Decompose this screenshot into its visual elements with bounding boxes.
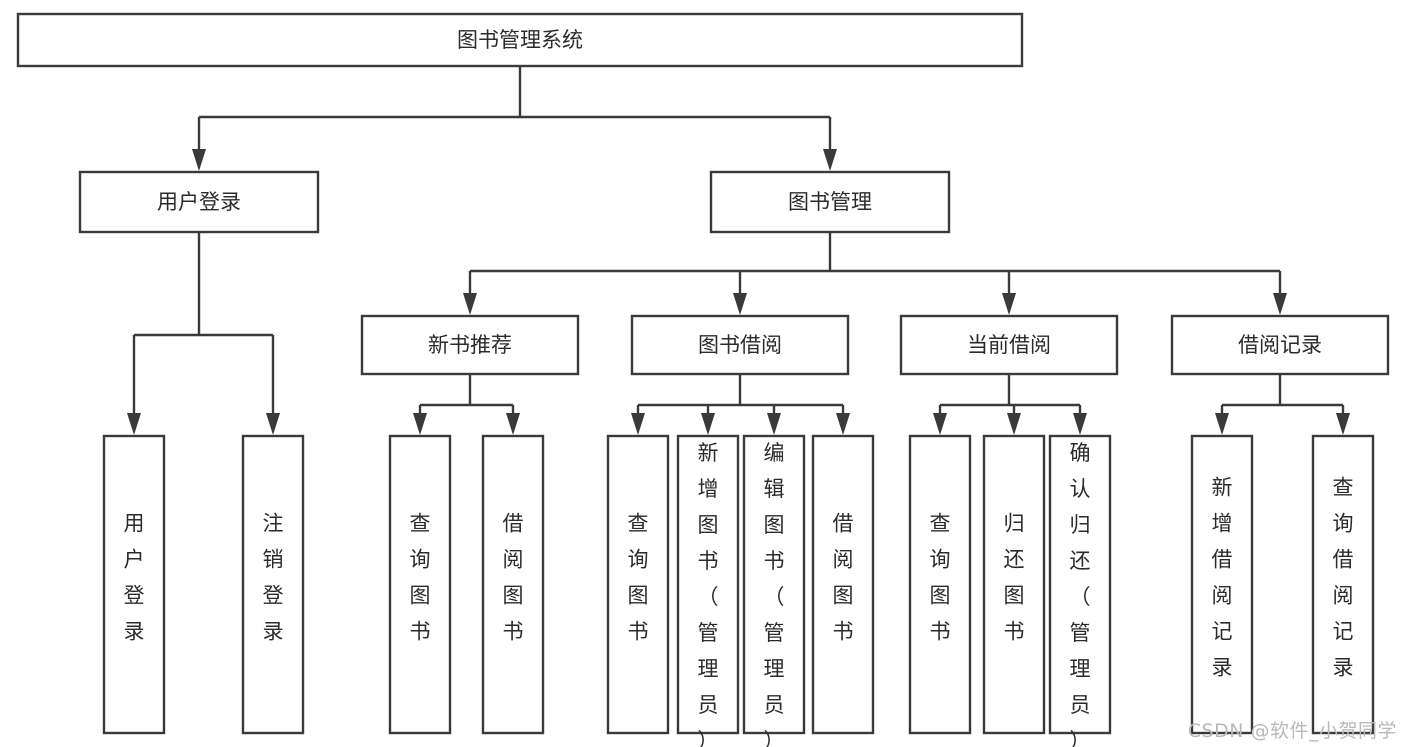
node-查询借阅记录-1-3-1-label: 查询借阅记录 xyxy=(1333,476,1354,680)
node-借阅记录-1-3[interactable]: 借阅记录 xyxy=(1170,314,1390,376)
node-借阅记录-1-3-box[interactable] xyxy=(1170,314,1390,376)
node-图书管理系统-root[interactable]: 图书管理系统 xyxy=(16,12,1024,68)
node-借阅图书-1-1-3-label: 借阅图书 xyxy=(833,512,854,644)
node-查询图书-1-1-0-label: 查询图书 xyxy=(628,512,649,644)
node-图书借阅-1-1-box[interactable] xyxy=(630,314,850,376)
node-归还图书-1-2-1-box[interactable] xyxy=(982,434,1046,735)
node-新书推荐-1-0[interactable]: 新书推荐 xyxy=(360,314,580,376)
node-注销登录-0-1[interactable]: 注销登录 xyxy=(241,434,305,735)
arrow-head-icon xyxy=(933,413,947,435)
arrow-head-icon xyxy=(1215,413,1229,435)
node-查询借阅记录-1-3-1-box[interactable] xyxy=(1311,434,1375,735)
node-查询图书-1-2-0[interactable]: 查询图书 xyxy=(908,434,972,735)
node-查询借阅记录-1-3-1[interactable]: 查询借阅记录 xyxy=(1311,434,1375,735)
node-用户登录-l2-0-box[interactable] xyxy=(78,170,320,234)
node-查询图书-1-1-0-box[interactable] xyxy=(606,434,670,735)
node-当前借阅-1-2[interactable]: 当前借阅 xyxy=(899,314,1119,376)
arrow-head-icon xyxy=(1007,413,1021,435)
node-编辑图书管理员-1-1-2-box[interactable] xyxy=(742,434,806,735)
arrow-head-icon xyxy=(823,149,837,171)
node-用户登录-l2-0[interactable]: 用户登录 xyxy=(78,170,320,234)
node-新增图书管理员-1-1-1-label: 新增图书（管理员） xyxy=(698,441,719,747)
node-借阅图书-1-0-1-label: 借阅图书 xyxy=(503,512,524,644)
node-编辑图书管理员-1-1-2[interactable]: 编辑图书（管理员） xyxy=(742,434,806,747)
node-确认归还管理员-1-2-2-label: 确认归还（管理员） xyxy=(1070,441,1091,747)
arrow-head-icon xyxy=(506,413,520,435)
node-图书管理系统-root-label: 图书管理系统 xyxy=(457,28,583,52)
node-当前借阅-1-2-box[interactable] xyxy=(899,314,1119,376)
arrow-head-icon xyxy=(1336,413,1350,435)
node-当前借阅-1-2-label: 当前借阅 xyxy=(967,333,1051,357)
node-归还图书-1-2-1-label: 归还图书 xyxy=(1004,512,1025,644)
arrow-head-icon xyxy=(836,413,850,435)
node-注销登录-0-1-label: 注销登录 xyxy=(263,512,284,644)
node-用户登录-0-0[interactable]: 用户登录 xyxy=(102,434,166,735)
node-新书推荐-1-0-label: 新书推荐 xyxy=(428,333,512,357)
node-图书管理-l2-1-box[interactable] xyxy=(709,170,951,234)
node-图书借阅-1-1[interactable]: 图书借阅 xyxy=(630,314,850,376)
node-新增借阅记录-1-3-0-label: 新增借阅记录 xyxy=(1212,476,1233,680)
node-用户登录-l2-0-label: 用户登录 xyxy=(157,190,241,214)
node-新增图书管理员-1-1-1[interactable]: 新增图书（管理员） xyxy=(676,434,740,747)
node-图书管理-l2-1-label: 图书管理 xyxy=(788,190,872,214)
node-图书管理系统-root-box[interactable] xyxy=(16,12,1024,68)
node-用户登录-0-0-label: 用户登录 xyxy=(124,512,145,644)
node-确认归还管理员-1-2-2-box[interactable] xyxy=(1048,434,1112,735)
node-新增图书管理员-1-1-1-box[interactable] xyxy=(676,434,740,735)
node-查询图书-1-1-0[interactable]: 查询图书 xyxy=(606,434,670,735)
node-查询图书-1-0-0-label: 查询图书 xyxy=(410,512,431,644)
node-用户登录-0-0-box[interactable] xyxy=(102,434,166,735)
arrow-head-icon xyxy=(463,293,477,315)
node-查询图书-1-2-0-box[interactable] xyxy=(908,434,972,735)
connectors-layer xyxy=(127,66,1350,435)
node-确认归还管理员-1-2-2[interactable]: 确认归还（管理员） xyxy=(1048,434,1112,747)
node-借阅图书-1-1-3[interactable]: 借阅图书 xyxy=(811,434,875,735)
arrow-head-icon xyxy=(1073,413,1087,435)
arrow-head-icon xyxy=(733,293,747,315)
arrow-head-icon xyxy=(631,413,645,435)
arrow-head-icon xyxy=(1273,293,1287,315)
node-图书借阅-1-1-label: 图书借阅 xyxy=(698,333,782,357)
node-借阅记录-1-3-label: 借阅记录 xyxy=(1238,333,1322,357)
node-新增借阅记录-1-3-0[interactable]: 新增借阅记录 xyxy=(1190,434,1254,735)
nodes-layer: 图书管理系统用户登录用户登录注销登录图书管理新书推荐查询图书借阅图书图书借阅查询… xyxy=(16,12,1390,747)
node-编辑图书管理员-1-1-2-label: 编辑图书（管理员） xyxy=(764,441,785,747)
node-查询图书-1-0-0-box[interactable] xyxy=(388,434,452,735)
node-借阅图书-1-1-3-box[interactable] xyxy=(811,434,875,735)
node-查询图书-1-2-0-label: 查询图书 xyxy=(930,512,951,644)
arrow-head-icon xyxy=(192,149,206,171)
node-借阅图书-1-0-1[interactable]: 借阅图书 xyxy=(481,434,545,735)
arrow-head-icon xyxy=(767,413,781,435)
node-新书推荐-1-0-box[interactable] xyxy=(360,314,580,376)
arrow-head-icon xyxy=(127,413,141,435)
node-图书管理-l2-1[interactable]: 图书管理 xyxy=(709,170,951,234)
node-新增借阅记录-1-3-0-box[interactable] xyxy=(1190,434,1254,735)
arrow-head-icon xyxy=(266,413,280,435)
arrow-head-icon xyxy=(1002,293,1016,315)
arrow-head-icon xyxy=(701,413,715,435)
node-注销登录-0-1-box[interactable] xyxy=(241,434,305,735)
arrow-head-icon xyxy=(413,413,427,435)
node-查询图书-1-0-0[interactable]: 查询图书 xyxy=(388,434,452,735)
node-归还图书-1-2-1[interactable]: 归还图书 xyxy=(982,434,1046,735)
node-借阅图书-1-0-1-box[interactable] xyxy=(481,434,545,735)
